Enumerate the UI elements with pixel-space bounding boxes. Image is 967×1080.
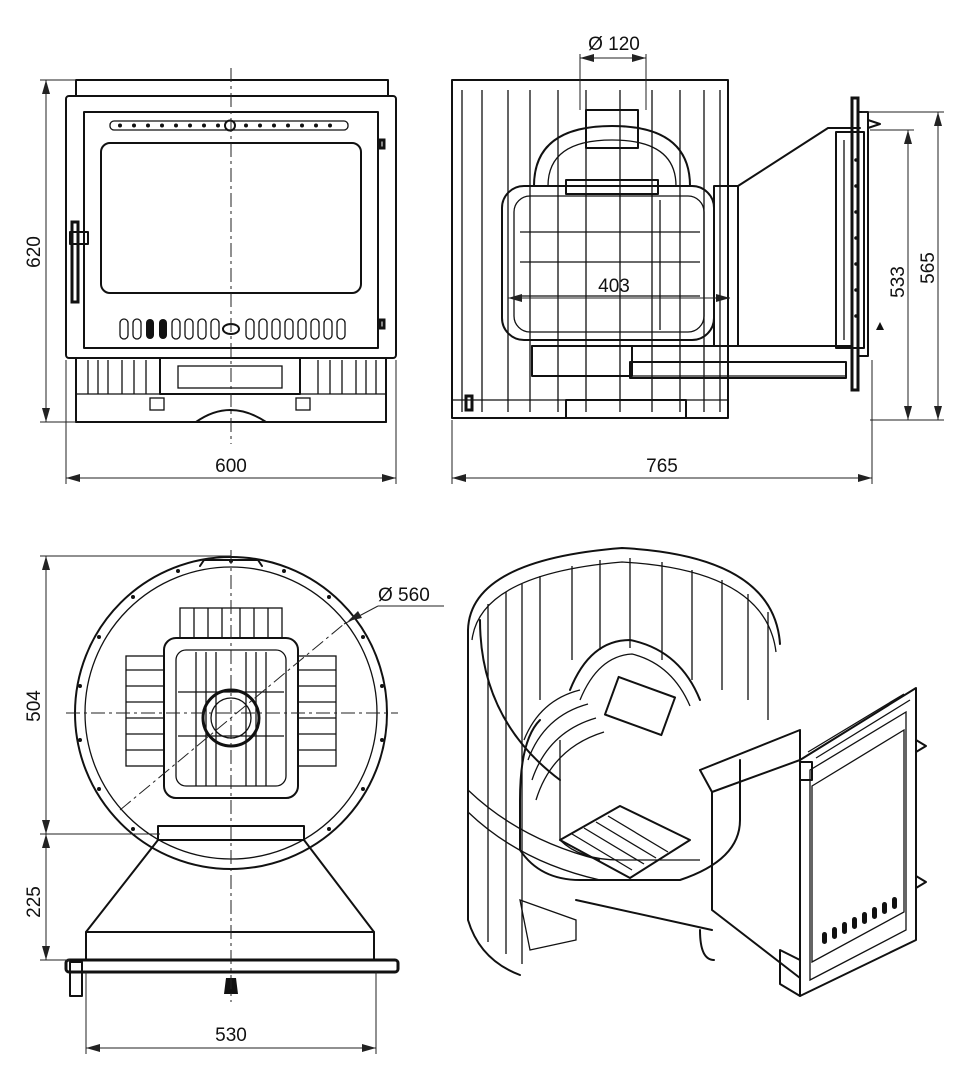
door-frame-width-label: 530 <box>215 1025 247 1046</box>
door-height-dimension: 533 <box>870 129 944 421</box>
top-depth-label: 504 <box>24 690 45 722</box>
door-height-label: 533 <box>888 266 909 298</box>
front-height-label: 620 <box>24 236 45 268</box>
door-frame-width-dimension: 530 <box>85 972 377 1054</box>
top-diameter-label: Ø 560 <box>378 585 430 606</box>
side-depth-label: 765 <box>646 456 678 477</box>
isometric-view <box>467 547 927 997</box>
front-width-label: 600 <box>215 456 247 477</box>
tunnel-length-dimension: 225 <box>24 834 70 961</box>
overall-height-dimension: 565 <box>862 111 944 420</box>
firebox-width-label: 403 <box>598 276 630 297</box>
top-side-grilles <box>125 655 337 767</box>
iso-door-panel <box>779 687 917 997</box>
top-rivets <box>78 559 384 831</box>
iso-door-slots <box>822 897 897 944</box>
front-base-bars <box>87 360 377 394</box>
top-view <box>64 550 400 1002</box>
top-diameter-dimension: Ø 560 <box>343 585 444 625</box>
side-cage-bars <box>461 90 721 412</box>
firebox-width-dimension: 403 <box>508 276 730 302</box>
top-depth-dimension: 504 <box>24 555 231 835</box>
side-depth-dimension: 765 <box>451 360 873 484</box>
front-height-dimension: 620 <box>24 79 76 423</box>
chimney-diameter-label: Ø 120 <box>588 34 640 55</box>
front-top-vent-dots <box>118 123 332 128</box>
overall-height-label: 565 <box>918 252 939 284</box>
front-air-slots <box>119 318 346 340</box>
iso-cage-bars <box>487 558 769 964</box>
front-view <box>65 68 397 444</box>
top-grate-bars <box>178 652 284 786</box>
tunnel-length-label: 225 <box>24 886 45 918</box>
iso-grate <box>559 805 691 879</box>
chimney-diameter-dimension: Ø 120 <box>579 34 647 110</box>
side-view <box>451 79 884 419</box>
iso-firebox-ribs <box>523 689 605 801</box>
